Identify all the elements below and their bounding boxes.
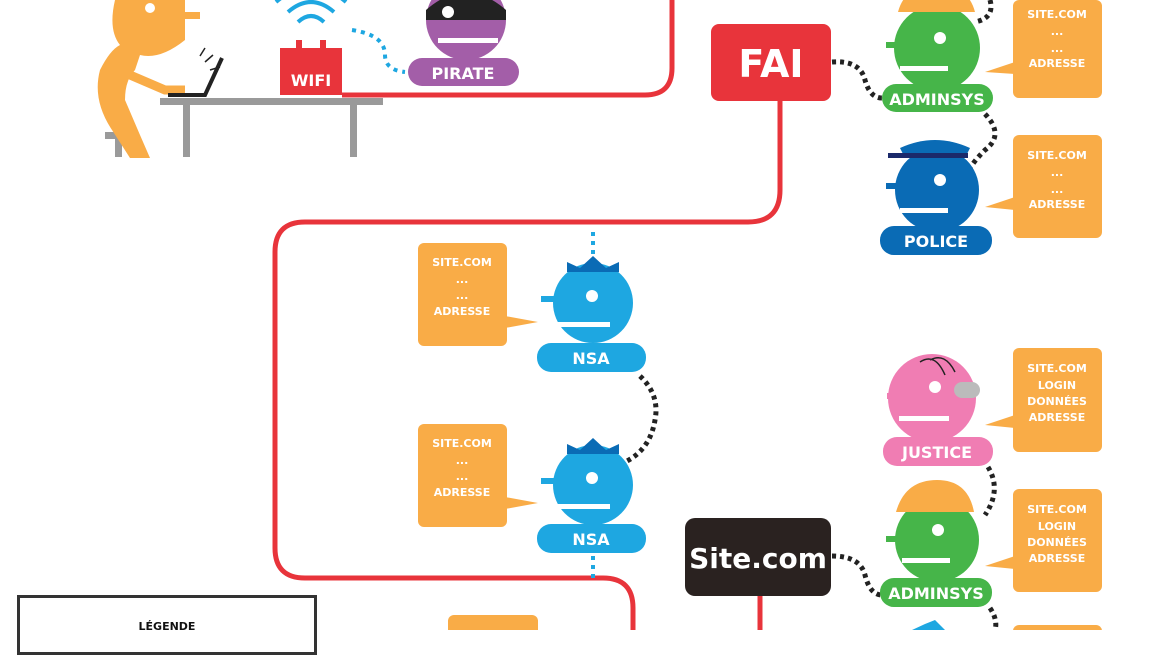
nsa-hat-icon (912, 620, 945, 630)
bubble-text: ADRESSE (1029, 411, 1086, 424)
nsa-character-1[interactable]: NSA (537, 256, 646, 372)
bubble-text: SITE.COM (432, 437, 492, 450)
wifi-label: WIFI (291, 71, 331, 90)
surveillance-diagram: WIFI PIRATE FAI Site.com ADMINSYS SITE.C… (97, 0, 1102, 630)
bubble-text: ... (1051, 25, 1064, 38)
bubble-text: ADRESSE (1029, 57, 1086, 70)
bubble-text: ... (1051, 183, 1064, 196)
nsa-character-2[interactable]: NSA (537, 438, 646, 553)
bubble-text: LOGIN (1038, 520, 1076, 533)
bubble-text: SITE.COM (1027, 503, 1087, 516)
nsa-hat-icon (567, 256, 619, 272)
police-label: POLICE (904, 232, 968, 251)
speech-bubble: SITE.COM ... ... ADRESSE (418, 243, 538, 346)
police-character[interactable]: POLICE (880, 140, 992, 255)
nsa-label: NSA (572, 530, 610, 549)
wifi-router[interactable]: WIFI (274, 0, 348, 95)
bubble-text: ADRESSE (1029, 552, 1086, 565)
bubble-text: SITE.COM (432, 256, 492, 269)
legend-box: LÉGENDE (17, 595, 317, 655)
pirate-character[interactable]: PIRATE (408, 0, 519, 86)
user-body (97, 0, 185, 158)
bubble-text: SITE.COM (1027, 8, 1087, 21)
speech-bubble: SITE.COM ... ... ADRESSE (418, 424, 538, 527)
legend-title: LÉGENDE (138, 620, 196, 633)
monocle-icon (954, 382, 980, 398)
bubble-text: SITE.COM (1027, 362, 1087, 375)
desk (160, 98, 383, 105)
bubble-text: DONNÉES (1027, 536, 1087, 549)
wifi-signal-icon (274, 0, 348, 24)
network-lines (272, 0, 783, 630)
nsa-label: NSA (572, 349, 610, 368)
site-box[interactable]: Site.com (685, 518, 831, 596)
user-figure (97, 0, 383, 158)
bubble-text: ADRESSE (434, 305, 491, 318)
bubble-text: ADRESSE (1029, 198, 1086, 211)
bubble-text: DONNÉES (1027, 395, 1087, 408)
speech-bubble: SITE.COM ... ... ADRESSE (985, 0, 1102, 98)
fai-box[interactable]: FAI (711, 24, 831, 101)
justice-label: JUSTICE (901, 443, 972, 462)
bubble-text: ... (456, 454, 469, 467)
adminsys-bottom-character[interactable]: ADMINSYS (880, 480, 992, 607)
adminsys-label: ADMINSYS (889, 90, 985, 109)
adminsys-label: ADMINSYS (888, 584, 984, 603)
dotted-wireless (351, 28, 595, 578)
dotted-connectors (623, 0, 999, 630)
hard-hat-icon (896, 480, 974, 512)
bubble-text: LOGIN (1038, 379, 1076, 392)
speech-bubble: SITE.COM LOGIN DONNÉES ADRESSE (985, 489, 1102, 592)
speech-bubble-partial (1013, 625, 1102, 630)
site-label: Site.com (689, 542, 827, 575)
bubble-text: ... (456, 470, 469, 483)
speech-bubble: SITE.COM LOGIN DONNÉES ADRESSE (985, 348, 1102, 452)
police-cap-icon (900, 140, 970, 156)
laptop-icon (168, 57, 224, 97)
bubble-text: ... (456, 289, 469, 302)
hard-hat-icon (898, 0, 975, 12)
bubble-text: SITE.COM (1027, 149, 1087, 162)
speech-bubble-partial (448, 615, 538, 630)
bubble-text: ... (1051, 166, 1064, 179)
justice-character[interactable]: JUSTICE (883, 354, 993, 466)
bubble-text: ... (456, 273, 469, 286)
bubble-text: ... (1051, 42, 1064, 55)
speech-bubble: SITE.COM ... ... ADRESSE (985, 135, 1102, 238)
pirate-label: PIRATE (432, 64, 495, 83)
nsa-hat-icon (567, 438, 619, 454)
bubble-text: ADRESSE (434, 486, 491, 499)
fai-label: FAI (738, 42, 803, 86)
adminsys-top-character[interactable]: ADMINSYS (882, 0, 993, 112)
